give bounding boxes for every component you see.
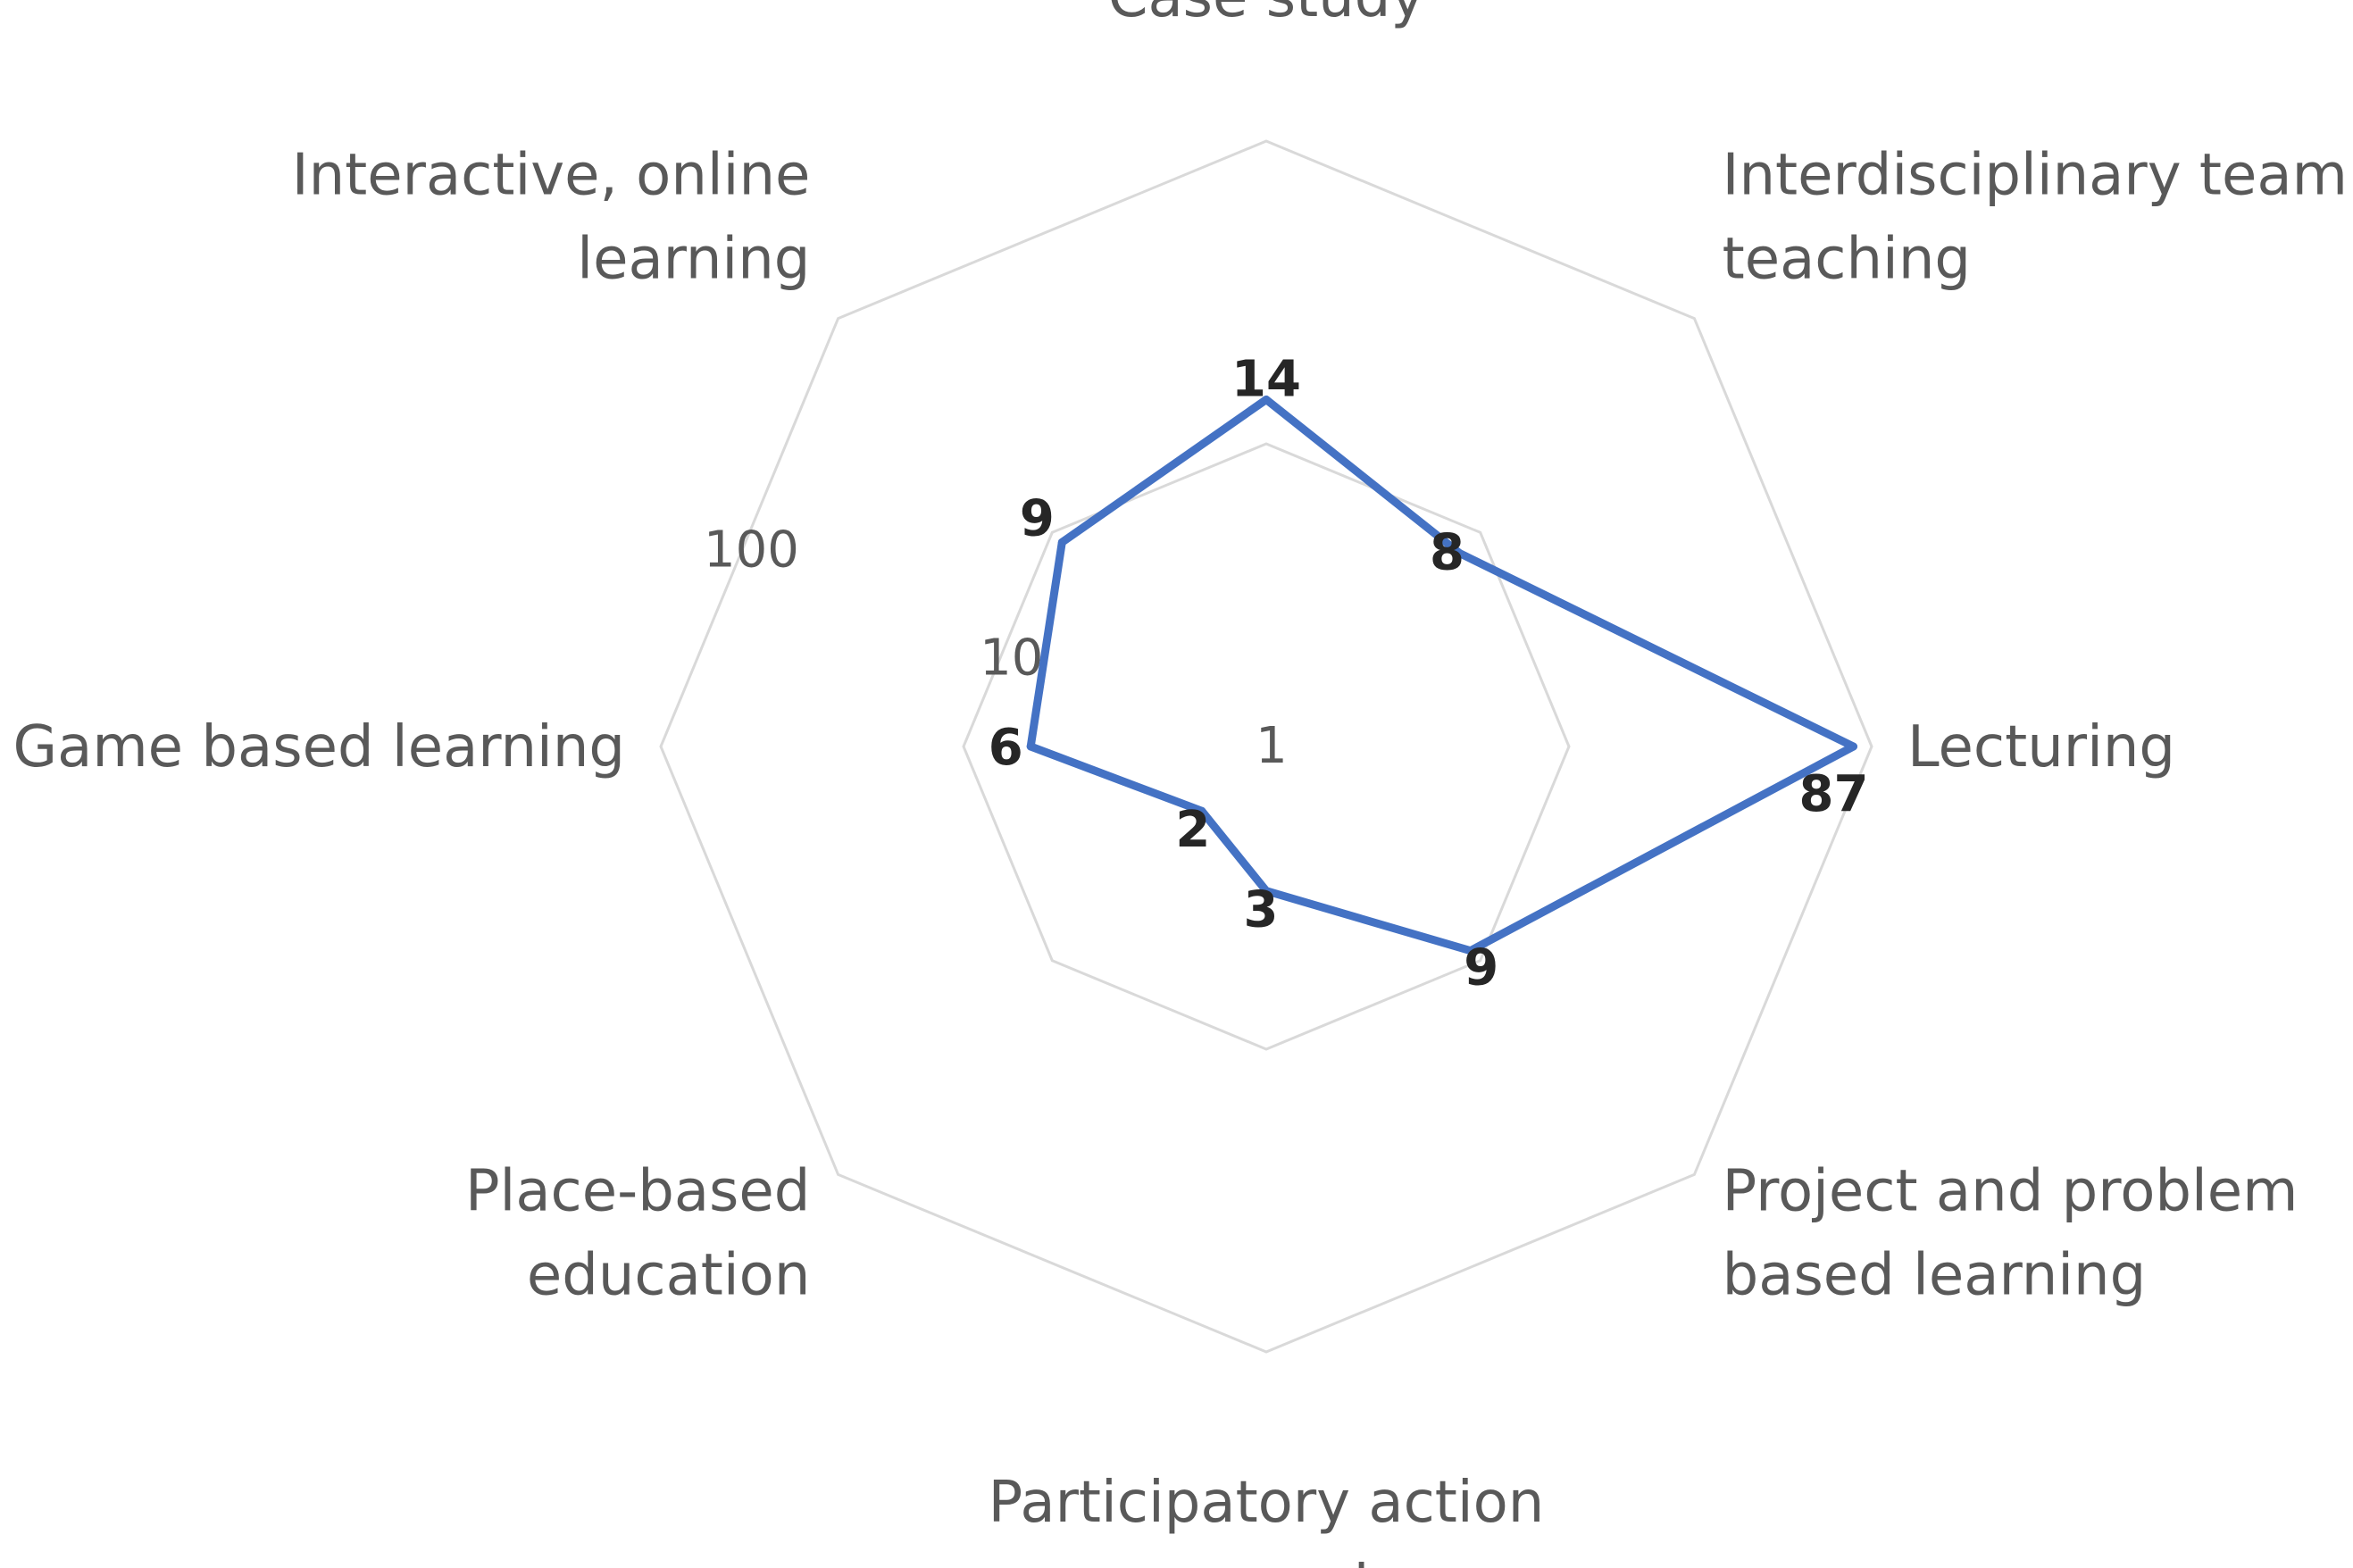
data-point-5 bbox=[1197, 806, 1206, 815]
grid-ring-10 bbox=[962, 442, 1571, 1051]
category-label-line: Interactive, online bbox=[292, 143, 811, 209]
tick-label-1: 1 bbox=[1256, 717, 1288, 775]
data-label-3: 9 bbox=[1464, 939, 1498, 997]
radial-tick-labels: 1 10 100 bbox=[704, 521, 1288, 775]
category-label-line: Place-based bbox=[465, 1158, 810, 1224]
category-label-0: Case study bbox=[1108, 0, 1424, 30]
data-point-3 bbox=[1466, 947, 1475, 955]
series-layer bbox=[1026, 396, 1857, 955]
data-label-2: 87 bbox=[1799, 765, 1869, 823]
series-line bbox=[1026, 396, 1857, 955]
data-point-4 bbox=[1262, 887, 1271, 896]
data-point-6 bbox=[1026, 742, 1035, 751]
category-label-line: Project and problem bbox=[1723, 1158, 2299, 1224]
category-label-line: Game based learning bbox=[13, 714, 626, 780]
category-label-line: Lecturing bbox=[1907, 714, 2175, 780]
data-label-7: 9 bbox=[1020, 489, 1055, 547]
category-label-line: education bbox=[527, 1242, 811, 1308]
category-label-line: Interdisciplinary team bbox=[1723, 143, 2348, 209]
category-label-3: Project and problem based learning bbox=[1723, 1158, 2299, 1308]
tick-label-10: 10 bbox=[980, 629, 1043, 687]
category-label-line: Participatory action bbox=[989, 1470, 1545, 1536]
category-label-line: teaching bbox=[1723, 227, 1971, 293]
tick-label-100: 100 bbox=[704, 521, 799, 580]
category-label-2: Lecturing bbox=[1907, 714, 2175, 780]
category-labels: Case studyInterdisciplinary team teaching… bbox=[13, 0, 2348, 1568]
category-label-6: Game based learning bbox=[13, 714, 626, 780]
data-label-6: 6 bbox=[989, 719, 1023, 777]
data-label-4: 3 bbox=[1244, 881, 1279, 939]
category-label-line: Case study bbox=[1108, 0, 1424, 30]
grid-rings bbox=[659, 139, 1873, 1354]
data-labels: 14 8 87 9 32 6 9 bbox=[989, 351, 1869, 997]
category-label-7: Interactive, online learning bbox=[292, 143, 811, 293]
data-label-5: 2 bbox=[1175, 801, 1210, 859]
category-label-line: research bbox=[1143, 1554, 1390, 1568]
grid-ring-100 bbox=[659, 139, 1873, 1354]
data-label-1: 8 bbox=[1430, 524, 1464, 582]
data-point-7 bbox=[1057, 538, 1066, 546]
data-point-1 bbox=[1456, 549, 1464, 557]
category-label-line: learning bbox=[577, 227, 810, 293]
category-label-1: Interdisciplinary team teaching bbox=[1723, 143, 2348, 293]
category-label-line: based learning bbox=[1723, 1242, 2147, 1308]
data-point-2 bbox=[1849, 742, 1857, 751]
data-label-0: 14 bbox=[1231, 351, 1301, 409]
category-label-5: Place-based education bbox=[465, 1158, 810, 1308]
category-label-4: Participatory action research bbox=[989, 1470, 1545, 1568]
data-point-0 bbox=[1262, 396, 1271, 404]
